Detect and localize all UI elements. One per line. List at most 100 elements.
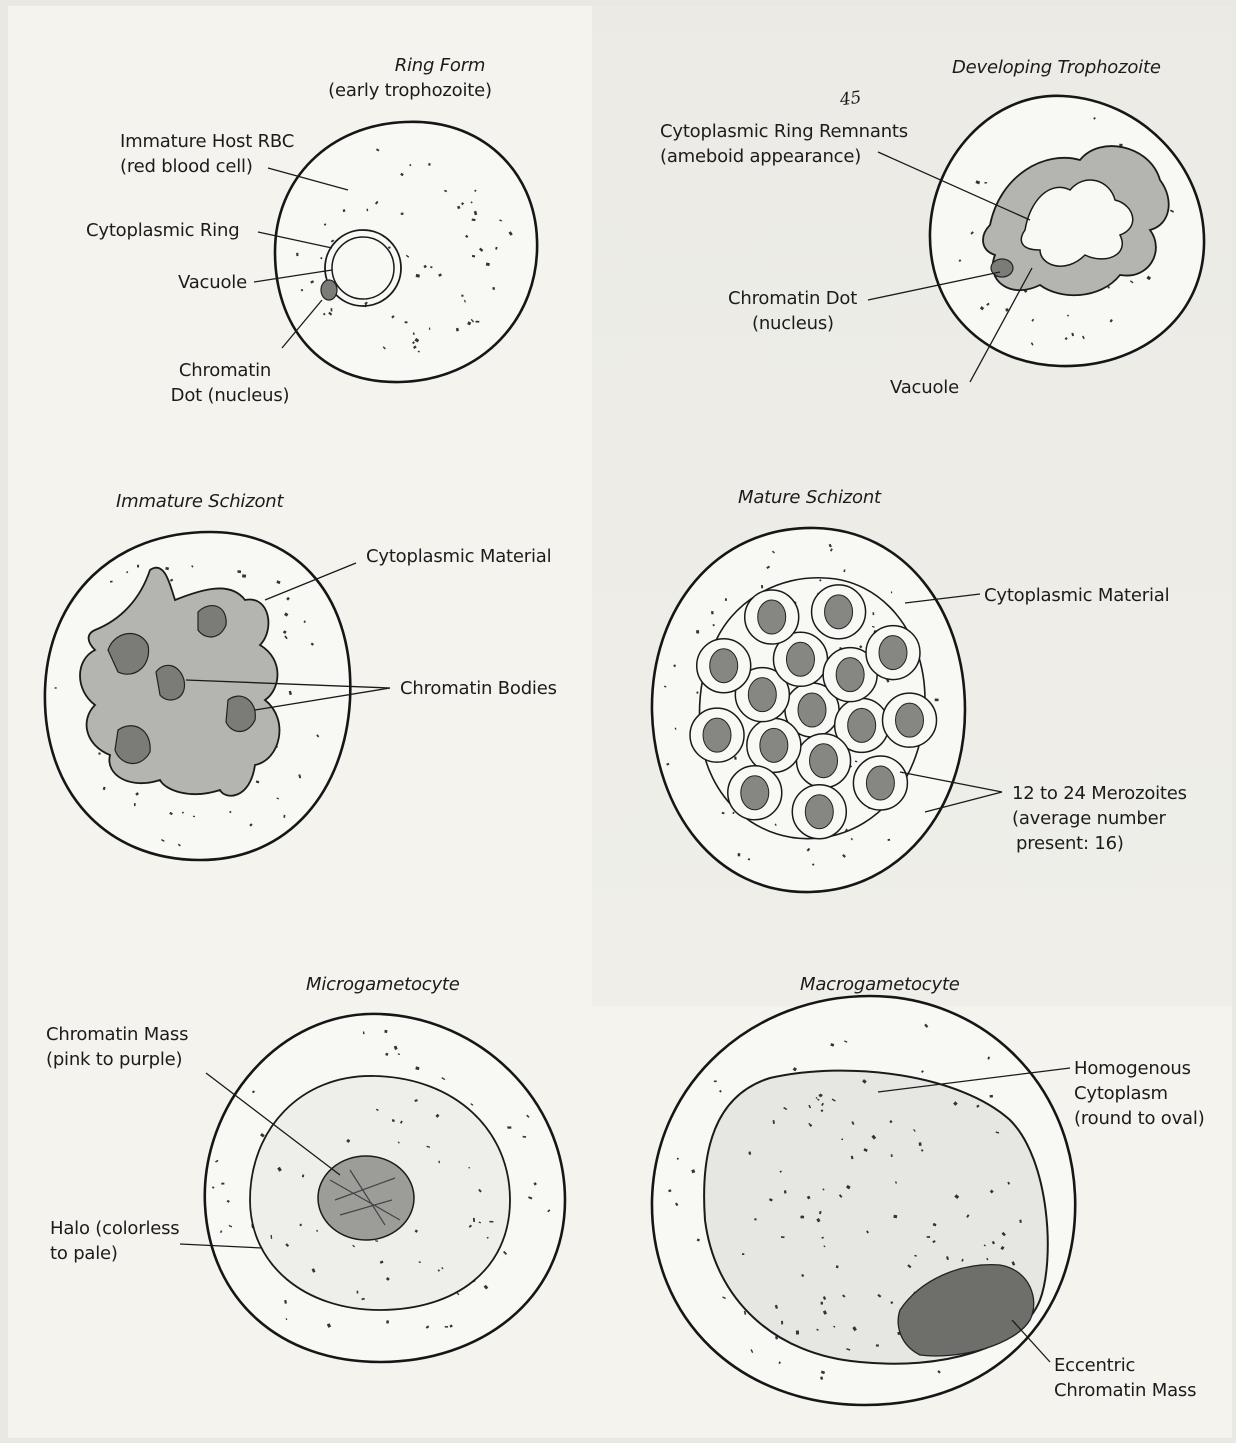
stipple-dot [473, 1218, 475, 1222]
stipple-dot [781, 1321, 783, 1325]
ring-form-subtitle: (early trophozoite) [310, 79, 510, 102]
stipple-dot [781, 1236, 785, 1238]
merozoite-nucleus [760, 728, 788, 762]
stipple-dot [891, 592, 892, 594]
label-homogenous: Homogenous [1074, 1057, 1191, 1080]
label-cytoplasm: Cytoplasm [1074, 1082, 1168, 1105]
stipple-dot [386, 1320, 389, 1323]
label-host-rbc: Immature Host RBC [120, 130, 294, 153]
label-merozoites-present: present: 16) [1016, 832, 1124, 855]
label-eccentric-chromatin-mass: Chromatin Mass [1054, 1379, 1196, 1402]
label-merozoites-avg: (average number [1012, 807, 1166, 830]
stipple-dot [405, 321, 408, 323]
stipple-dot [919, 1142, 922, 1146]
stipple-dot [492, 287, 495, 290]
stipple-dot [182, 812, 184, 814]
label-ring-remnants-sub: (ameboid appearance) [660, 145, 861, 168]
chromatin-body [115, 726, 150, 764]
label-eccentric: Eccentric [1054, 1354, 1135, 1377]
stipple-dot [711, 611, 714, 614]
label-cytoplasm-shape: (round to oval) [1074, 1107, 1205, 1130]
chromatin-body [198, 606, 226, 637]
stipple-dot [984, 182, 987, 183]
stipple-dot [429, 328, 430, 330]
stipple-dot [476, 321, 480, 323]
label-merozoites: 12 to 24 Merozoites [1012, 782, 1187, 805]
stipple-dot [489, 1221, 493, 1223]
handwritten-mark: 45 [839, 87, 863, 113]
label-vacuole: Vacuole [178, 271, 247, 294]
merozoite-nucleus [825, 595, 853, 629]
merozoite-nucleus [741, 776, 769, 810]
stipple-dot [742, 1253, 744, 1255]
mature-schizont-cell [652, 528, 1002, 892]
microgametocyte-cell [180, 1014, 565, 1362]
stipple-dot [461, 295, 463, 297]
stipple-dot [696, 630, 699, 633]
stipple-dot [821, 1302, 823, 1305]
developing-trophozoite-title: Developing Trophozoite [952, 56, 1161, 79]
label-chromatin-mass-color: (pink to purple) [46, 1048, 182, 1071]
merozoite-nucleus [805, 795, 833, 829]
stipple-dot [296, 253, 298, 256]
stipple-dot [872, 612, 874, 615]
stipple-dot [935, 699, 939, 702]
label-ring-remnants: Cytoplasmic Ring Remnants [660, 120, 908, 143]
stipple-dot [893, 1215, 897, 1218]
label-cytoplasmic-material: Cytoplasmic Material [366, 545, 551, 568]
developing-trophozoite-cell [868, 96, 1204, 382]
stipple-dot [725, 598, 727, 601]
stipple-dot [761, 585, 763, 588]
merozoite-nucleus [786, 642, 814, 676]
microgametocyte-title: Microgametocyte [306, 973, 460, 996]
label-chromatin-dot: Dot (nucleus) [160, 384, 300, 407]
stipple-dot [841, 1139, 843, 1141]
merozoite-nucleus [758, 600, 786, 634]
stipple-dot [738, 853, 741, 856]
stipple-dot [137, 565, 139, 568]
label-chromatin-mass: Chromatin Mass [46, 1023, 188, 1046]
stipple-dot [357, 1291, 359, 1294]
stipple-dot [445, 1326, 448, 1328]
merozoite-nucleus [896, 703, 924, 737]
merozoite-nucleus [836, 658, 864, 692]
label-nucleus: (nucleus) [752, 312, 834, 335]
stipple-dot [55, 687, 57, 689]
stipple-dot [891, 1154, 893, 1157]
label-cytoplasmic-material: Cytoplasmic Material [984, 584, 1169, 607]
stipple-dot [242, 574, 246, 578]
chromatin-dot [991, 259, 1013, 277]
merozoite-nucleus [748, 678, 776, 712]
label-halo: Halo (colorless [50, 1217, 179, 1240]
stipple-dot [888, 839, 890, 841]
stipple-dot [784, 1190, 787, 1193]
macrogametocyte-title: Macrogametocyte [800, 973, 960, 996]
ring-form-cell [254, 122, 537, 382]
stipple-dot [430, 266, 432, 268]
stipple-dot [876, 1344, 879, 1346]
immature-schizont-cell [45, 532, 390, 860]
stipple-dot [754, 1218, 756, 1220]
macrogametocyte-cell [652, 996, 1075, 1405]
merozoite-nucleus [866, 766, 894, 800]
merozoite-nucleus [879, 636, 907, 670]
mature-schizont-title: Mature Schizont [738, 486, 881, 509]
stipple-dot [384, 1030, 387, 1033]
label-chromatin-bodies: Chromatin Bodies [400, 677, 557, 700]
ring-form-title: Ring Form [340, 54, 540, 77]
stipple-dot [134, 803, 136, 806]
label-chromatin: Chromatin [165, 359, 285, 382]
label-cytoplasmic-ring: Cytoplasmic Ring [86, 219, 239, 242]
merozoite-nucleus [798, 693, 826, 727]
label-host-rbc-sub: (red blood cell) [120, 155, 253, 178]
stipple-dot [990, 1095, 993, 1098]
chromatin-body [226, 696, 255, 731]
stipple-dot [507, 1126, 511, 1128]
merozoite-nucleus [710, 649, 738, 683]
merozoite-nucleus [848, 708, 876, 742]
stipple-dot [714, 1081, 717, 1083]
stipple-dot [392, 1119, 394, 1121]
stipple-dot [300, 1224, 302, 1226]
vacuole [332, 237, 394, 299]
